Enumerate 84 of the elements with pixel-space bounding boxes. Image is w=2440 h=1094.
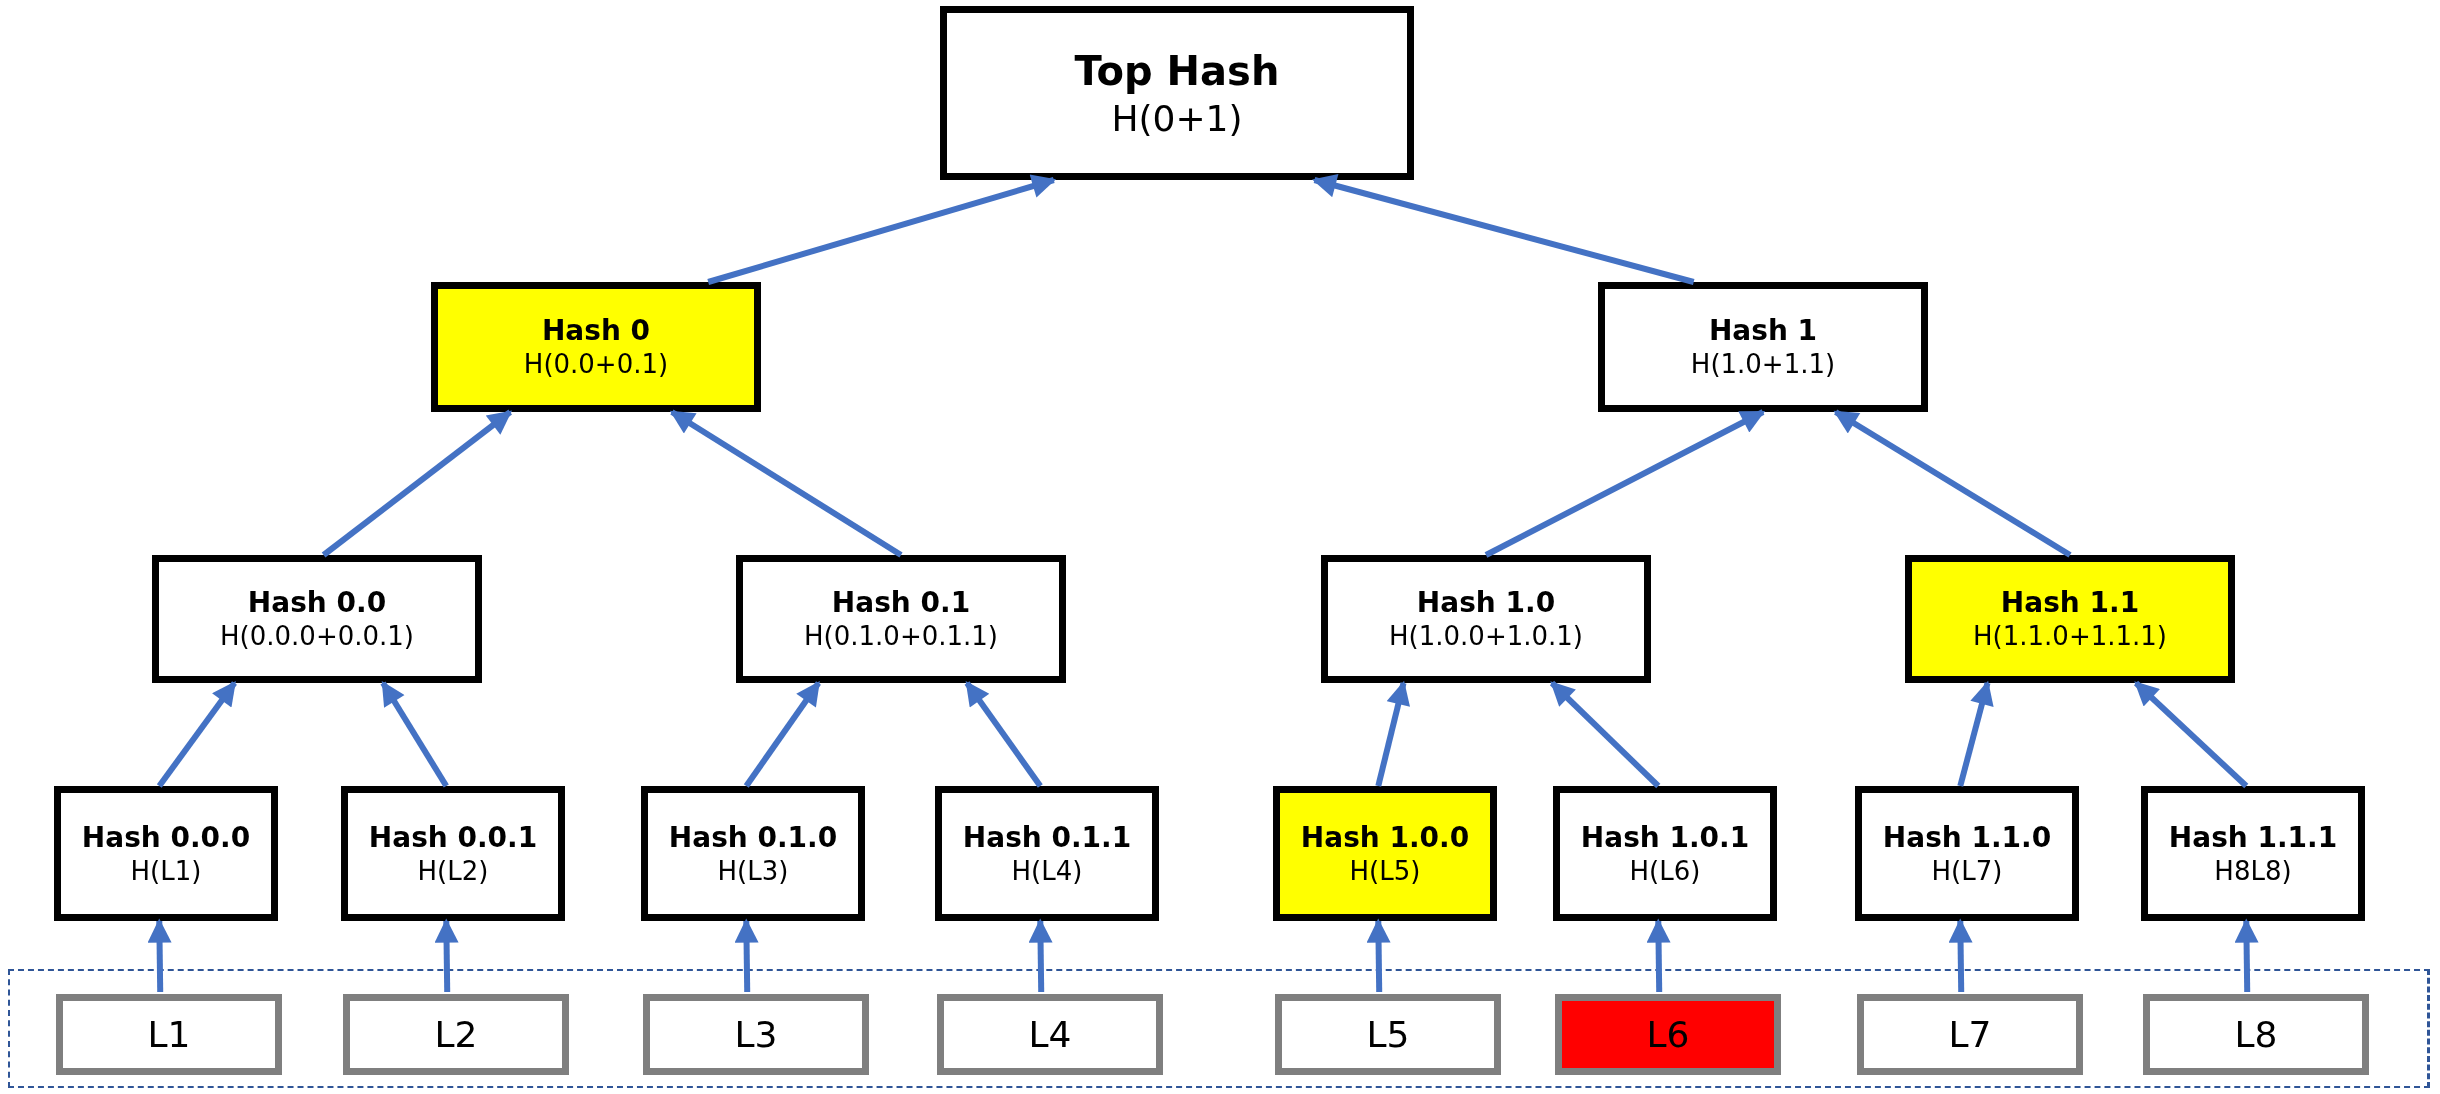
data-block-box — [937, 994, 1163, 1075]
hash-box — [2141, 786, 2365, 921]
arrow — [147, 918, 172, 993]
arrow — [1312, 174, 1695, 285]
leaf-label: L6 — [1646, 1013, 1690, 1057]
hash-title: Hash 1.1.1 — [2168, 819, 2338, 855]
hash-title: Hash 0.1.0 — [668, 819, 838, 855]
hash-title: Hash 1.0.1 — [1580, 819, 1750, 855]
arrow — [1646, 918, 1671, 993]
hash-formula: H(0.1.0+0.1.1) — [804, 620, 998, 653]
hash-box — [641, 786, 865, 921]
hash-title: Hash 1.0 — [1416, 585, 1556, 621]
leaf-label: L4 — [1028, 1013, 1072, 1057]
hash-box — [1855, 786, 2079, 921]
data-block-box — [1555, 994, 1781, 1075]
arrow — [669, 409, 903, 558]
hash-box — [940, 6, 1414, 180]
hash-formula: H(0.0+0.1) — [523, 348, 669, 381]
hash-box — [54, 786, 278, 921]
arrow — [964, 681, 1043, 788]
data-block-box — [2143, 994, 2369, 1075]
arrow — [156, 681, 237, 788]
hash-box — [1598, 282, 1928, 412]
arrow — [1028, 918, 1053, 993]
hash-title: Hash 0.1 — [831, 585, 971, 621]
hash-title: Hash 1.0.0 — [1300, 819, 1470, 855]
arrow — [1549, 680, 1661, 789]
arrow — [2234, 918, 2259, 993]
arrow — [1833, 409, 2072, 558]
hash-box — [1273, 786, 1497, 921]
hash-title: Hash 0 — [541, 313, 651, 349]
arrow — [1366, 918, 1391, 993]
leaf-label: L3 — [734, 1013, 778, 1057]
arrow — [1948, 918, 1973, 993]
arrow — [743, 681, 821, 788]
arrow — [380, 680, 449, 788]
hash-formula: H(1.0.0+1.0.1) — [1389, 620, 1583, 653]
hash-title: Hash 0.0 — [247, 585, 387, 621]
hash-title: Hash 1.1 — [2000, 585, 2140, 621]
hash-box — [736, 555, 1066, 683]
leaf-label: L2 — [434, 1013, 478, 1057]
hash-formula: H(L6) — [1629, 854, 1701, 888]
hash-title: Hash 0.0.1 — [368, 819, 538, 855]
hash-formula: H(L3) — [717, 854, 789, 888]
arrow — [707, 174, 1057, 285]
hash-box — [152, 555, 482, 683]
hash-title: Hash 0.1.1 — [962, 819, 1132, 855]
data-block-box — [1857, 994, 2083, 1075]
data-block-box — [343, 994, 569, 1075]
hash-formula: H(L4) — [1011, 854, 1083, 888]
hash-formula: H(L5) — [1349, 854, 1421, 888]
hash-formula: H(1.0+1.1) — [1690, 348, 1836, 381]
arrow — [1484, 409, 1766, 558]
hash-formula: H(L1) — [130, 854, 202, 888]
hash-formula: H8L8) — [2214, 854, 2292, 888]
arrow — [1375, 680, 1410, 787]
hash-box — [1553, 786, 1777, 921]
hash-box — [431, 282, 761, 412]
arrow — [2133, 680, 2249, 789]
hash-box — [935, 786, 1159, 921]
hash-box — [1321, 555, 1651, 683]
hash-box — [341, 786, 565, 921]
data-block-box — [643, 994, 869, 1075]
leaf-label: L7 — [1948, 1013, 1992, 1057]
hash-formula: H(L7) — [1931, 854, 2003, 888]
hash-formula: H(L2) — [417, 854, 489, 888]
hash-title: Hash 1 — [1708, 313, 1818, 349]
leaf-label: L1 — [147, 1013, 191, 1057]
arrow — [434, 918, 459, 993]
arrow — [321, 409, 513, 558]
leaf-label: L8 — [2234, 1013, 2278, 1057]
arrow — [1957, 680, 1994, 787]
hash-title: Hash 0.0.0 — [81, 819, 251, 855]
data-block-box — [56, 994, 282, 1075]
hash-title: Hash 1.1.0 — [1882, 819, 2052, 855]
leaf-label: L5 — [1366, 1013, 1410, 1057]
hash-formula: H(0+1) — [1111, 96, 1243, 141]
arrow — [734, 918, 759, 993]
hash-box — [1905, 555, 2235, 683]
hash-formula: H(1.1.0+1.1.1) — [1973, 620, 2167, 653]
data-block-box — [1275, 994, 1501, 1075]
data-blocks-frame — [8, 969, 2430, 1088]
hash-formula: H(0.0.0+0.0.1) — [220, 620, 414, 653]
hash-title: Top Hash — [1074, 46, 1280, 96]
